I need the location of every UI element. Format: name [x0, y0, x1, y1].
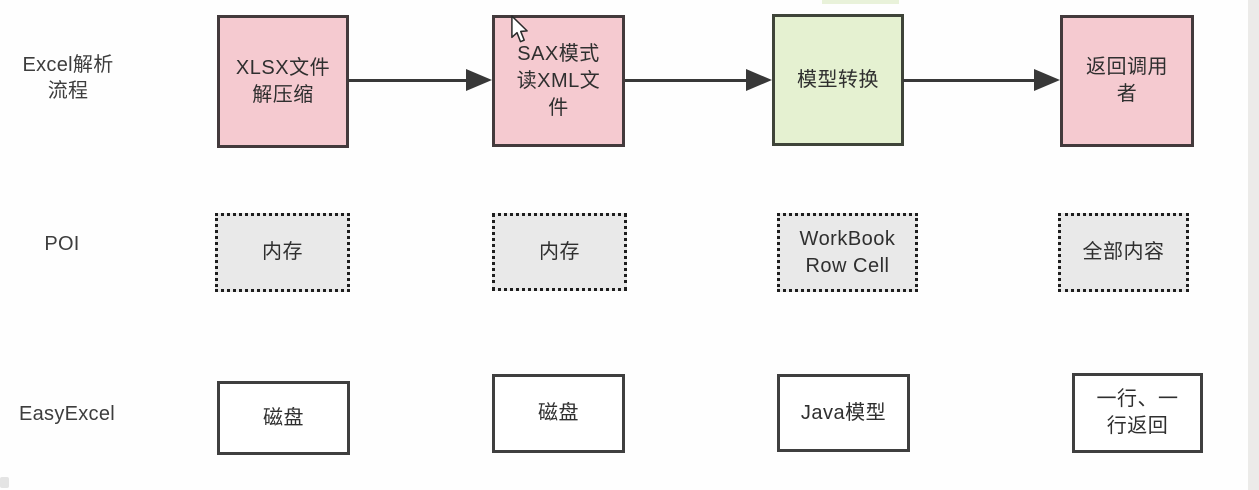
easyexcel-box-disk-2: 磁盘 [492, 374, 625, 453]
flow-arrow-1-head-icon [466, 69, 492, 91]
flow-arrow-3-line [903, 79, 1034, 82]
poi-box-memory-1: 内存 [215, 213, 350, 292]
flow-arrow-1-line [348, 79, 466, 82]
flow-row-label: Excel解析 流程 [22, 54, 114, 102]
flow-step-xlsx-unzip: XLSX文件 解压缩 [217, 15, 349, 148]
flow-arrow-2-head-icon [746, 69, 772, 91]
easyexcel-box-row-by-row-return-text: 一行、一 行返回 [1096, 388, 1179, 437]
flow-arrow-2-line [625, 79, 746, 82]
easyexcel-box-java-model: Java模型 [777, 374, 910, 452]
flow-arrow-3-head-icon [1034, 69, 1060, 91]
easyexcel-box-disk-1-text: 磁盘 [263, 406, 304, 429]
flow-step-return-caller: 返回调用 者 [1060, 15, 1194, 147]
flow-step-sax-read-xml: SAX模式 读XML文 件 [492, 15, 625, 147]
bottom-left-speck [0, 477, 9, 488]
easyexcel-box-disk-2-text: 磁盘 [538, 402, 579, 424]
flow-step-model-convert: 模型转换 [772, 14, 904, 146]
cropped-box-sliver [822, 0, 899, 4]
poi-box-workbook-row-cell: WorkBook Row Cell [777, 213, 918, 292]
poi-box-memory-2-text: 内存 [539, 240, 580, 263]
poi-box-all-content: 全部内容 [1058, 213, 1189, 292]
mouse-pointer-icon [511, 15, 528, 43]
poi-box-memory-2: 内存 [492, 213, 627, 291]
easyexcel-box-row-by-row-return: 一行、一 行返回 [1072, 373, 1203, 453]
poi-box-workbook-row-cell-text: WorkBook Row Cell [799, 227, 896, 277]
poi-box-all-content-text: 全部内容 [1082, 241, 1165, 263]
flow-step-model-convert-text: 模型转换 [797, 68, 879, 91]
easyexcel-box-java-model-text: Java模型 [800, 401, 887, 424]
easyexcel-row-label: EasyExcel [18, 403, 116, 425]
screen-right-edge-strip [1248, 0, 1259, 490]
flow-step-sax-read-xml-text: SAX模式 读XML文 件 [516, 42, 601, 119]
poi-box-memory-1-text: 内存 [262, 241, 303, 263]
flow-step-xlsx-unzip-text: XLSX文件 解压缩 [235, 56, 331, 106]
poi-row-label: POI [44, 233, 80, 255]
easyexcel-box-disk-1: 磁盘 [217, 381, 350, 455]
flow-step-return-caller-text: 返回调用 者 [1086, 56, 1168, 105]
